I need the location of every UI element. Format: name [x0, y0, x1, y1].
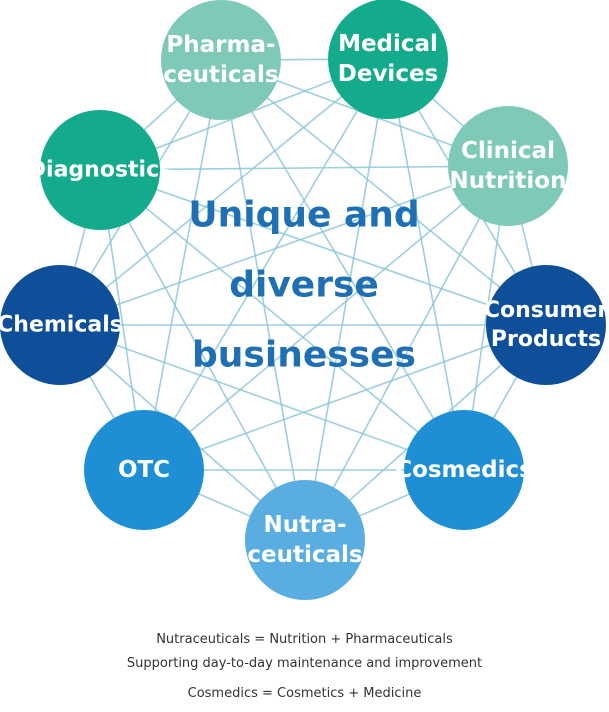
center-title-line: Unique and	[188, 195, 419, 236]
footnote-supporting: Supporting day-to-day maintenance and im…	[126, 656, 483, 671]
node-label: Diagnostics	[28, 158, 172, 183]
node-diagnostics: Diagnostics	[28, 110, 172, 230]
connector-line	[99, 169, 547, 326]
connector-line	[143, 324, 547, 471]
connector-line	[59, 324, 465, 471]
node-label: Consumer	[484, 298, 609, 323]
node-chemicals: Chemicals	[0, 265, 123, 385]
node-circle	[404, 410, 524, 530]
footnote-cosmedics: Cosmedics = Cosmetics + Medicine	[187, 686, 422, 701]
connector-line	[304, 165, 509, 541]
node-circle	[161, 0, 281, 120]
connector-line	[59, 58, 389, 326]
node-label: Pharma-	[166, 32, 275, 58]
connector-line	[220, 59, 306, 541]
footnote-nutraceuticals: Nutraceuticals = Nutrition + Pharmaceuti…	[156, 632, 453, 647]
node-label: ceuticals	[247, 542, 362, 568]
node-label: Chemicals	[0, 313, 123, 338]
node-circle	[448, 106, 568, 226]
node-pharmaceuticals: Pharma-ceuticals	[161, 0, 281, 120]
connector-line	[143, 165, 509, 471]
node-cosmedics: Cosmedics	[395, 410, 533, 530]
connector-line	[304, 58, 389, 541]
node-circle	[0, 265, 120, 385]
node-label: Products	[491, 327, 601, 352]
connector-line	[59, 165, 509, 326]
connector-line	[99, 169, 465, 471]
footnotes: Nutraceuticals = Nutrition + Pharmaceuti…	[0, 628, 609, 706]
business-nodes: Pharma-ceuticals MedicalDevicesClinicalNu…	[0, 0, 609, 600]
node-circle	[84, 410, 204, 530]
node-label: Clinical	[461, 138, 555, 164]
node-circle	[40, 110, 160, 230]
node-label: ceuticals	[163, 62, 278, 88]
node-circle	[486, 265, 606, 385]
connector-line	[99, 165, 509, 171]
node-label: Nutra-	[263, 512, 346, 538]
center-title-line: diverse	[229, 265, 379, 306]
node-label: Cosmedics	[395, 457, 533, 483]
connector-line	[99, 169, 306, 541]
node-label: Nutrition	[450, 168, 567, 194]
center-title-line: businesses	[192, 335, 416, 376]
node-circle	[328, 0, 448, 119]
connector-line	[387, 58, 465, 471]
connector-line	[220, 59, 465, 471]
center-title: Unique and diverse businesses	[188, 195, 419, 376]
node-label: OTC	[118, 457, 170, 483]
node-label: Devices	[338, 61, 439, 87]
node-label: Medical	[338, 31, 438, 57]
node-otc: OTC	[84, 410, 204, 530]
connector-line	[143, 58, 389, 471]
node-circle	[245, 480, 365, 600]
node-nutraceuticals: Nutra-ceuticals	[245, 480, 365, 600]
business-network-diagram: Unique and diverse businesses Pharma-ceuti…	[0, 0, 609, 600]
